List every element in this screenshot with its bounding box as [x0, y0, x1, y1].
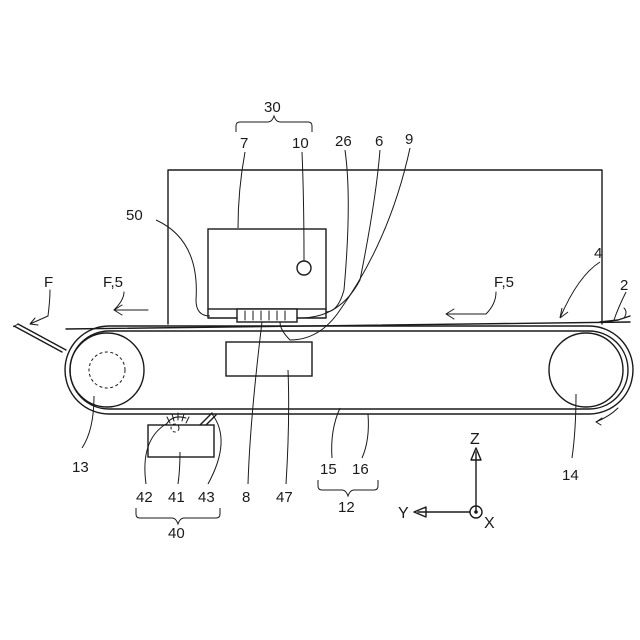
leader-26 — [326, 150, 348, 312]
leader-4 — [560, 262, 600, 318]
leader-15 — [332, 408, 340, 458]
label-30: 30 — [264, 99, 281, 116]
label-47: 47 — [276, 489, 293, 506]
label-15: 15 — [320, 461, 337, 478]
roller-shaft-dashed — [89, 352, 125, 388]
label-16: 16 — [352, 461, 369, 478]
label-6: 6 — [375, 133, 383, 150]
leader-7 — [238, 152, 245, 228]
brace-40 — [136, 508, 220, 524]
head-tab-left — [208, 309, 237, 318]
leader-2 — [614, 292, 626, 320]
force-arrow-exit-stem — [48, 290, 50, 316]
conveyor-belt-outer — [65, 326, 633, 414]
sheet-exit-left — [14, 324, 66, 352]
label-F5-right: F,5 — [494, 274, 514, 291]
drive-roller-left — [70, 333, 144, 407]
label-40: 40 — [168, 525, 185, 542]
label-F5-left: F,5 — [103, 274, 123, 291]
label-43: 43 — [198, 489, 215, 506]
sensor-receiver — [200, 413, 216, 425]
leader-50 — [156, 220, 210, 316]
roller-right — [549, 333, 623, 407]
axis-label-z: Z — [470, 431, 480, 448]
platen — [226, 342, 312, 376]
label-13: 13 — [72, 459, 89, 476]
nozzle-head — [237, 309, 297, 322]
label-12: 12 — [338, 499, 355, 516]
force-arrow-right — [446, 309, 486, 319]
label-8: 8 — [242, 489, 250, 506]
axis-label-x: X — [484, 515, 495, 532]
sheet-curl-right — [624, 308, 626, 318]
force-arrow-exit — [30, 316, 48, 325]
leader-14 — [572, 394, 576, 458]
label-9: 9 — [405, 131, 413, 148]
label-26: 26 — [335, 133, 352, 150]
label-10: 10 — [292, 135, 309, 152]
conveyor-belt-inner — [70, 331, 628, 409]
label-7: 7 — [240, 135, 248, 152]
label-42: 42 — [136, 489, 153, 506]
label-41: 41 — [168, 489, 185, 506]
leader-16 — [362, 414, 368, 458]
label-14: 14 — [562, 467, 579, 484]
label-4: 4 — [594, 245, 602, 262]
axis-label-y: Y — [398, 505, 409, 522]
brace-30 — [236, 116, 312, 132]
head-unit — [208, 229, 326, 309]
x-axis-dot — [474, 510, 478, 514]
label-50: 50 — [126, 207, 143, 224]
label-F: F — [44, 274, 53, 291]
label-2: 2 — [620, 277, 628, 294]
belt-rotation-arrowhead — [596, 418, 602, 425]
leader-47 — [286, 370, 289, 484]
force-arrow-left — [114, 305, 148, 315]
brace-12 — [318, 480, 378, 496]
force-arrow-right-stem — [486, 292, 496, 314]
